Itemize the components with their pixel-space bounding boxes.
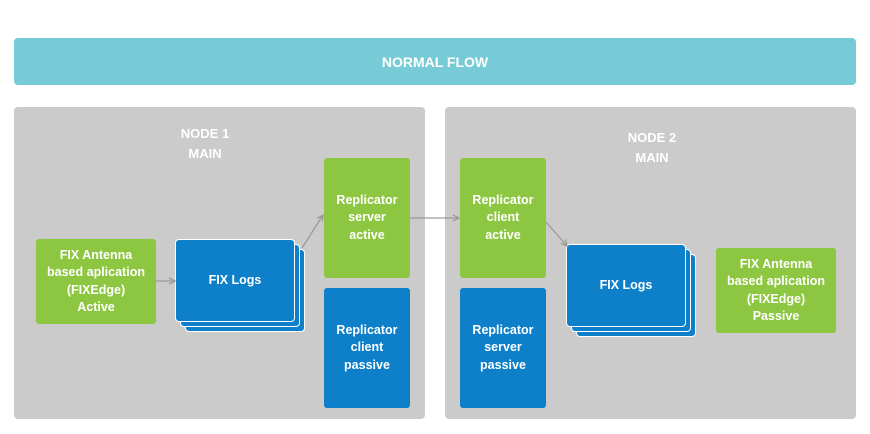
- arrow-logs-to-replicator-server: [301, 215, 323, 249]
- node-1-app-box: FIX Antenna based aplication (FIXEdge) A…: [36, 239, 156, 324]
- node-1-fix-logs-stack: FIX Logs: [175, 239, 306, 333]
- node-2-fix-logs-label: FIX Logs: [599, 277, 653, 292]
- node-1-title: NODE 1 MAIN: [180, 126, 230, 161]
- node-1-replicator-server-active: Replicator server active: [324, 158, 410, 278]
- arrow-replicator-client-to-logs: [545, 221, 567, 246]
- node-1-replicator-client-passive: Replicator client passive: [324, 288, 410, 408]
- node-2-title: NODE 2 MAIN: [627, 130, 677, 165]
- node-2-fix-logs-stack: FIX Logs: [566, 244, 697, 338]
- node-1-fix-logs-box: FIX Logs: [175, 239, 295, 322]
- node-2-replicator-server-passive: Replicator server passive: [460, 288, 546, 408]
- normal-flow-banner: NORMAL FLOW: [14, 38, 856, 85]
- node-2-app-box: FIX Antenna based aplication (FIXEdge) P…: [716, 248, 836, 333]
- node-2-fix-logs-box: FIX Logs: [566, 244, 686, 327]
- normal-flow-label: NORMAL FLOW: [381, 53, 489, 70]
- node-1-fix-logs-label: FIX Logs: [208, 272, 262, 287]
- node-2-replicator-client-active: Replicator client active: [460, 158, 546, 278]
